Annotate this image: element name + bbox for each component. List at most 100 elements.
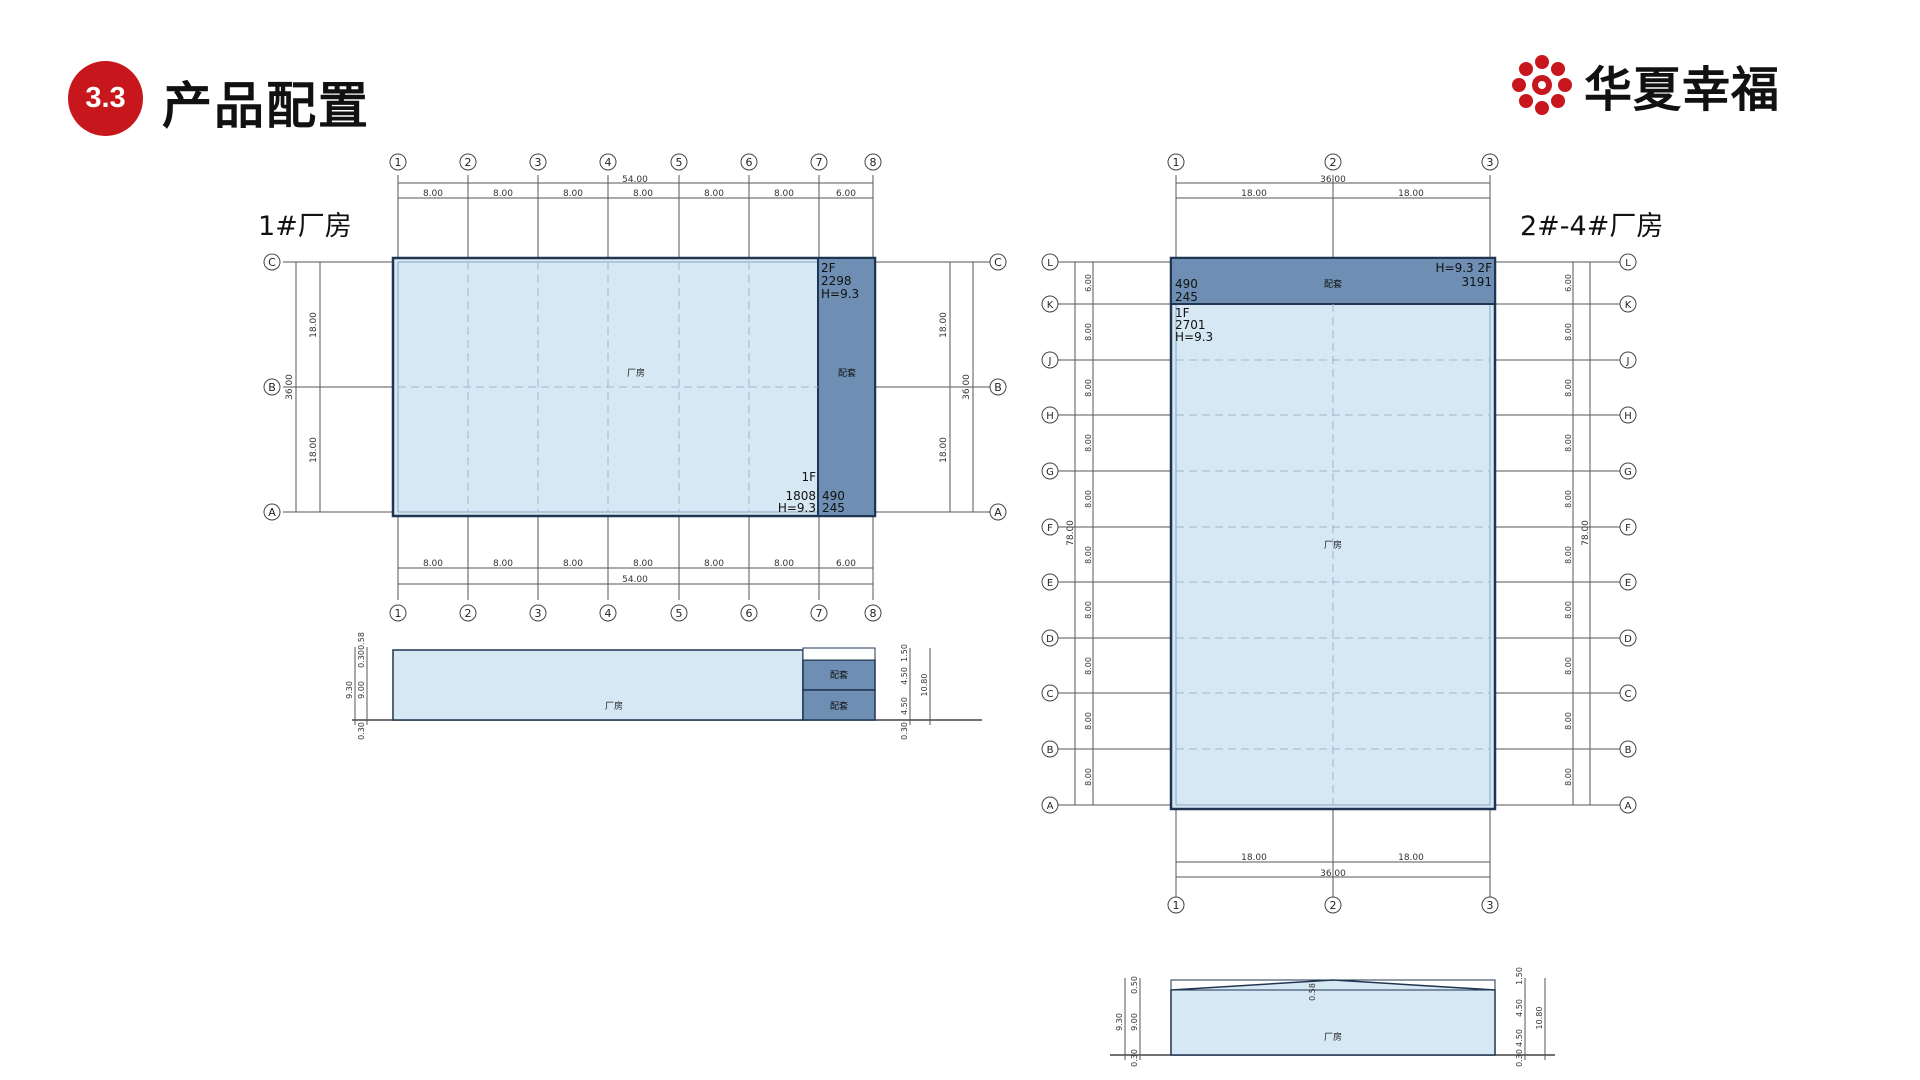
p2-row-left-d: D	[1046, 634, 1054, 645]
p1-row-left-a: A	[268, 506, 276, 519]
plan1-drawing: 厂房 配套 2F 2298 H=9.3 1F 1808 H=9.3 490 24…	[263, 153, 1007, 622]
p1-col-top-7: 8	[870, 156, 877, 169]
p2-row-right-e: E	[1625, 578, 1631, 589]
p2-row-right-k: K	[1625, 300, 1632, 311]
elev1-right-dim-2: 10.80	[920, 674, 929, 697]
p2-row-right-c: C	[1625, 689, 1632, 700]
p1-total-width-bot: 54.00	[622, 575, 648, 585]
p2-row-left-j: J	[1048, 356, 1052, 367]
p1-span-top-4: 8.00	[704, 189, 724, 199]
p1-col-top-4: 5	[676, 156, 683, 169]
p1-span-top-0: 8.00	[423, 189, 443, 199]
p1-span-top-5: 8.00	[774, 189, 794, 199]
plan2-main-note-2: H=9.3	[1175, 330, 1213, 344]
plan2-annex-area-0: 490	[1175, 277, 1198, 291]
p1-total-depth-right: 36.00	[962, 374, 972, 400]
plan1-annex-area-1: 245	[822, 501, 845, 515]
p2-total-width-top: 36.00	[1320, 175, 1346, 185]
p2-row-left-b: B	[1047, 745, 1054, 756]
elev2-right-dim-3: 4.50	[1515, 1029, 1524, 1047]
elev2-right-dim-0: 1.50	[1515, 967, 1524, 985]
p2-total-depth-left: 78.00	[1066, 520, 1076, 546]
p2-row-right-l: L	[1625, 258, 1631, 269]
p1-col-bot-5: 6	[746, 607, 753, 620]
plan1-annex-note-1: 2298	[821, 274, 852, 288]
p2-row-left-h: H	[1046, 411, 1054, 422]
p2-rowspan-r-9: 8.00	[1564, 768, 1573, 786]
p1-col-bot-6: 7	[816, 607, 823, 620]
plan1-main-note-1: 1808	[785, 489, 816, 503]
p1-span-top-2: 8.00	[563, 189, 583, 199]
page-title: 产品配置	[162, 77, 370, 135]
p2-rowspan-r-7: 8.00	[1564, 657, 1573, 675]
p1-row-left-c: C	[268, 256, 276, 269]
p1-col-top-0: 1	[395, 156, 402, 169]
elev2-right-dim-1: 4.50	[1515, 999, 1524, 1017]
p1-total-width-top: 54.00	[622, 175, 648, 185]
section-number-badge: 3.3	[68, 61, 143, 136]
elev2-ridge-dim: 0.58	[1308, 983, 1317, 1001]
p2-rowspan-l-1: 8.00	[1084, 323, 1093, 341]
p2-row-right-g: G	[1624, 467, 1632, 478]
elev1-left-dim-3: 9.30	[345, 681, 354, 699]
p2-rowspan-r-4: 8.00	[1564, 490, 1573, 508]
p2-span-bot-1: 18.00	[1398, 853, 1424, 863]
p1-row-right-b: B	[994, 381, 1002, 394]
p1-span-bot-6: 6.00	[836, 559, 856, 569]
p1-col-top-1: 2	[465, 156, 472, 169]
p2-rowspan-r-1: 8.00	[1564, 323, 1573, 341]
plan1-annex-note-0: 2F	[821, 261, 836, 275]
p2-row-left-f: F	[1047, 523, 1053, 534]
p2-span-top-1: 18.00	[1398, 189, 1424, 199]
p1-span-top-3: 8.00	[633, 189, 653, 199]
elev2-right-dim-4: 0.30	[1515, 1049, 1524, 1067]
p2-rowspan-l-2: 8.00	[1084, 379, 1093, 397]
p2-row-right-b: B	[1625, 745, 1632, 756]
p2-rowspan-l-0: 6.00	[1084, 274, 1093, 292]
p1-col-top-3: 4	[605, 156, 612, 169]
p2-rowspan-r-8: 8.00	[1564, 712, 1573, 730]
plan1-main-label: 厂房	[627, 367, 645, 379]
elev1-right-dim-4: 0.30	[900, 722, 909, 740]
elevation1-drawing: 厂房 配套 配套 0.58 0.30 9.00 9.30 0.30 1.50 4…	[345, 632, 982, 740]
plan2-annex-note-0: H=9.3 2F	[1435, 261, 1492, 275]
plan2-main-label: 厂房	[1324, 539, 1342, 551]
elev1-left-dim-0: 0.58	[357, 632, 366, 650]
p2-rowspan-r-6: 8.00	[1564, 601, 1573, 619]
plan1-label: 1#厂房	[258, 211, 352, 242]
p1-col-bot-0: 1	[395, 607, 402, 620]
p1-row-right-a: A	[994, 506, 1002, 519]
p1-col-bot-3: 4	[605, 607, 612, 620]
p2-col-bot-1: 2	[1330, 899, 1337, 912]
p2-col-bot-2: 3	[1487, 899, 1494, 912]
p2-row-left-e: E	[1047, 578, 1053, 589]
p2-col-top-1: 2	[1330, 156, 1337, 169]
p2-rowspan-l-7: 8.00	[1084, 657, 1093, 675]
elev1-left-dim-4: 0.30	[357, 722, 366, 740]
p1-col-top-2: 3	[535, 156, 542, 169]
p2-row-right-f: F	[1625, 523, 1631, 534]
p2-rowspan-l-4: 8.00	[1084, 490, 1093, 508]
p1-rowspan-right-1: 18.00	[939, 437, 949, 463]
p1-rowspan-left-0: 18.00	[309, 312, 319, 338]
p2-rowspan-r-3: 8.00	[1564, 434, 1573, 452]
plan2-main-note-1: 2701	[1175, 318, 1206, 332]
p1-col-bot-4: 5	[676, 607, 683, 620]
p1-span-top-1: 8.00	[493, 189, 513, 199]
p1-col-bot-2: 3	[535, 607, 542, 620]
p2-span-bot-0: 18.00	[1241, 853, 1267, 863]
p1-span-bot-2: 8.00	[563, 559, 583, 569]
p2-total-width-bot: 36.00	[1320, 869, 1346, 879]
p1-row-left-b: B	[268, 381, 276, 394]
plan2-annex-note-1: 3191	[1461, 275, 1492, 289]
elev1-right-dim-0: 1.50	[900, 644, 909, 662]
p2-row-right-j: J	[1626, 356, 1630, 367]
p1-col-bot-1: 2	[465, 607, 472, 620]
p2-row-left-k: K	[1047, 300, 1054, 311]
elev1-right-dim-1: 4.50	[900, 667, 909, 685]
p1-span-bot-5: 8.00	[774, 559, 794, 569]
plan1-annex-area-0: 490	[822, 489, 845, 503]
elevation2-drawing: 厂房 0.58 0.50 9.00 9.30 0.30 1.50 4.50 10…	[1110, 967, 1555, 1067]
brand-logo: 华夏幸福	[1510, 50, 1780, 120]
